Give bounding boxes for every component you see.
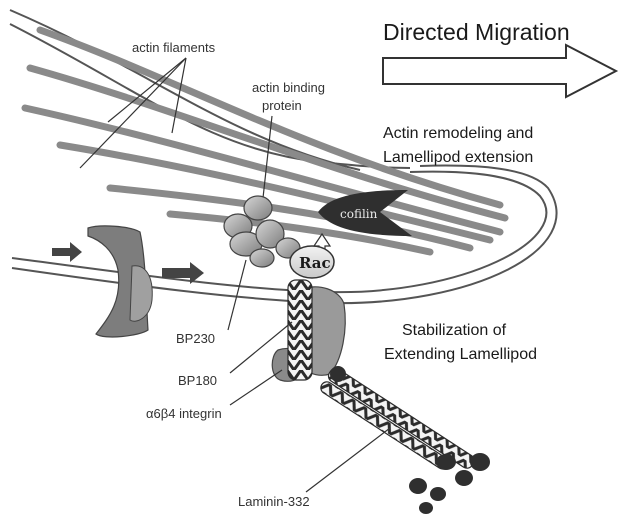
laminin-globule bbox=[430, 487, 446, 501]
migration-arrow bbox=[383, 45, 616, 97]
bp180-label: BP180 bbox=[178, 373, 217, 388]
actin-binding-protein-label-line1: actin binding bbox=[252, 80, 325, 95]
pointer-line bbox=[172, 58, 186, 133]
laminin-node bbox=[330, 366, 346, 382]
integrin-label: α6β4 integrin bbox=[146, 406, 222, 421]
laminin-globule bbox=[419, 502, 433, 514]
actin-remodeling-line2: Lamellipod extension bbox=[383, 149, 533, 166]
laminin-helix bbox=[326, 366, 476, 470]
bp230-pointer bbox=[228, 260, 246, 330]
migration-arrow-shape bbox=[383, 45, 616, 97]
laminin-helix bbox=[319, 380, 451, 472]
bp180-coil bbox=[288, 280, 312, 380]
rac: Rac bbox=[290, 246, 334, 278]
actin-binding-protein bbox=[250, 249, 274, 267]
laminin-globule bbox=[436, 454, 456, 470]
laminin-globule bbox=[409, 478, 427, 494]
title: Directed Migration bbox=[383, 19, 570, 45]
left-integrin-highlight bbox=[130, 266, 152, 321]
actin-binding-protein bbox=[244, 196, 272, 220]
stabilization-line2: Extending Lamellipod bbox=[384, 346, 537, 363]
hemidesmosome-complex bbox=[272, 280, 345, 381]
laminin-globular-end bbox=[409, 453, 490, 514]
laminin-332 bbox=[319, 366, 490, 514]
left-integrin-shape bbox=[88, 226, 152, 337]
actin-filament-1 bbox=[40, 30, 500, 205]
integrin-pointer bbox=[230, 370, 282, 405]
laminin-globule bbox=[455, 470, 473, 486]
actin-remodeling-line1: Actin remodeling and bbox=[383, 125, 533, 142]
laminin-label: Laminin-332 bbox=[238, 494, 310, 509]
cofilin: cofilin bbox=[318, 190, 412, 236]
rac-label: Rac bbox=[299, 254, 331, 272]
stabilization-line1: Stabilization of bbox=[402, 322, 507, 339]
actin-filaments-label: actin filaments bbox=[132, 40, 216, 55]
cofilin-label: cofilin bbox=[340, 207, 378, 221]
actin-binding-protein-label-line2: protein bbox=[262, 98, 302, 113]
bp230-label: BP230 bbox=[176, 331, 215, 346]
laminin-pointer bbox=[306, 428, 390, 492]
laminin-globule bbox=[470, 453, 490, 471]
movement-arrow bbox=[52, 242, 82, 262]
